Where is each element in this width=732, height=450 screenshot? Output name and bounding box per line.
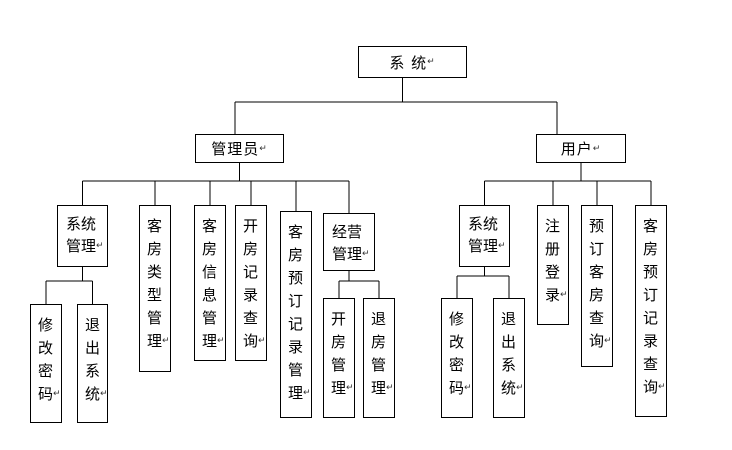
user-booking-room-query-label: 预 订 客 房 查 询 <box>589 217 605 350</box>
paragraph-mark-icon: ↵ <box>346 383 354 393</box>
paragraph-mark-icon: ↵ <box>386 383 394 393</box>
root-node-label: 系 统 <box>389 53 428 72</box>
paragraph-mark-icon: ↵ <box>516 383 524 393</box>
admin-system-manage: 系统 管理↵ <box>57 205 108 267</box>
admin-room-type-manage: 客 房 类 型 管 理↵ <box>139 205 171 372</box>
admin-system-manage-child-1-label: 修 改 密 码 <box>38 316 54 403</box>
admin-system-manage-child-1: 修 改 密 码↵ <box>30 304 62 423</box>
paragraph-mark-icon: ↵ <box>560 290 568 300</box>
admin-system-manage-label: 系统 管理 <box>66 215 97 255</box>
admin-business-manage-label: 经营 管理 <box>332 223 363 263</box>
admin-node: 管理员↵ <box>195 134 284 163</box>
admin-booking-record-manage: 客 房 预 订 记 录 管 理↵ <box>280 211 312 418</box>
user-system-manage: 系统 管理↵ <box>459 205 510 267</box>
admin-business-manage-child-1-label: 开 房 管 理 <box>331 310 347 397</box>
user-booking-room-query: 预 订 客 房 查 询↵ <box>581 205 613 367</box>
user-system-manage-label: 系统 管理 <box>468 215 499 255</box>
paragraph-mark-icon: ↵ <box>604 336 612 346</box>
user-node-label: 用户 <box>560 140 593 158</box>
user-register-login-label: 注 册 登 录 <box>545 217 561 304</box>
user-system-manage-child-1: 修 改 密 码↵ <box>441 298 473 418</box>
user-system-manage-child-2-label: 退 出 系 统 <box>501 310 517 397</box>
paragraph-mark-icon: ↵ <box>362 249 370 259</box>
admin-business-manage: 经营 管理↵ <box>323 213 375 271</box>
paragraph-mark-icon: ↵ <box>217 336 225 346</box>
root-node: 系 统↵ <box>358 46 467 78</box>
admin-node-label: 管理员 <box>211 140 260 158</box>
admin-business-manage-child-2: 退 房 管 理↵ <box>363 298 395 418</box>
admin-room-info-manage: 客 房 信 息 管 理↵ <box>194 205 226 361</box>
user-node: 用户↵ <box>536 134 626 163</box>
paragraph-mark-icon: ↵ <box>303 388 311 398</box>
user-system-manage-child-1-label: 修 改 密 码 <box>449 310 465 397</box>
paragraph-mark-icon: ↵ <box>464 383 472 393</box>
paragraph-mark-icon: ↵ <box>592 143 602 154</box>
paragraph-mark-icon: ↵ <box>53 389 61 399</box>
user-system-manage-child-2: 退 出 系 统↵ <box>493 298 525 418</box>
user-booking-record-query: 客 房 预 订 记 录 查 询↵ <box>635 205 667 417</box>
paragraph-mark-icon: ↵ <box>259 143 268 154</box>
paragraph-mark-icon: ↵ <box>427 57 436 67</box>
admin-system-manage-child-2: 退 出 系 统↵ <box>77 304 108 423</box>
paragraph-mark-icon: ↵ <box>162 336 170 346</box>
paragraph-mark-icon: ↵ <box>498 241 506 251</box>
paragraph-mark-icon: ↵ <box>658 382 666 392</box>
paragraph-mark-icon: ↵ <box>258 336 266 346</box>
admin-checkin-record-query: 开 房 记 录 查 询↵ <box>235 205 267 361</box>
admin-checkin-record-query-label: 开 房 记 录 查 询 <box>243 217 259 350</box>
user-booking-record-query-label: 客 房 预 订 记 录 查 询 <box>643 217 659 396</box>
user-register-login: 注 册 登 录↵ <box>537 205 569 325</box>
admin-system-manage-child-2-label: 退 出 系 统 <box>85 316 101 403</box>
paragraph-mark-icon: ↵ <box>96 241 104 251</box>
admin-room-info-manage-label: 客 房 信 息 管 理 <box>202 217 218 350</box>
admin-booking-record-manage-label: 客 房 预 订 记 录 管 理 <box>288 223 304 402</box>
admin-room-type-manage-label: 客 房 类 型 管 理 <box>147 217 163 350</box>
admin-business-manage-child-2-label: 退 房 管 理 <box>371 310 387 397</box>
paragraph-mark-icon: ↵ <box>100 389 108 399</box>
admin-business-manage-child-1: 开 房 管 理↵ <box>323 298 355 418</box>
